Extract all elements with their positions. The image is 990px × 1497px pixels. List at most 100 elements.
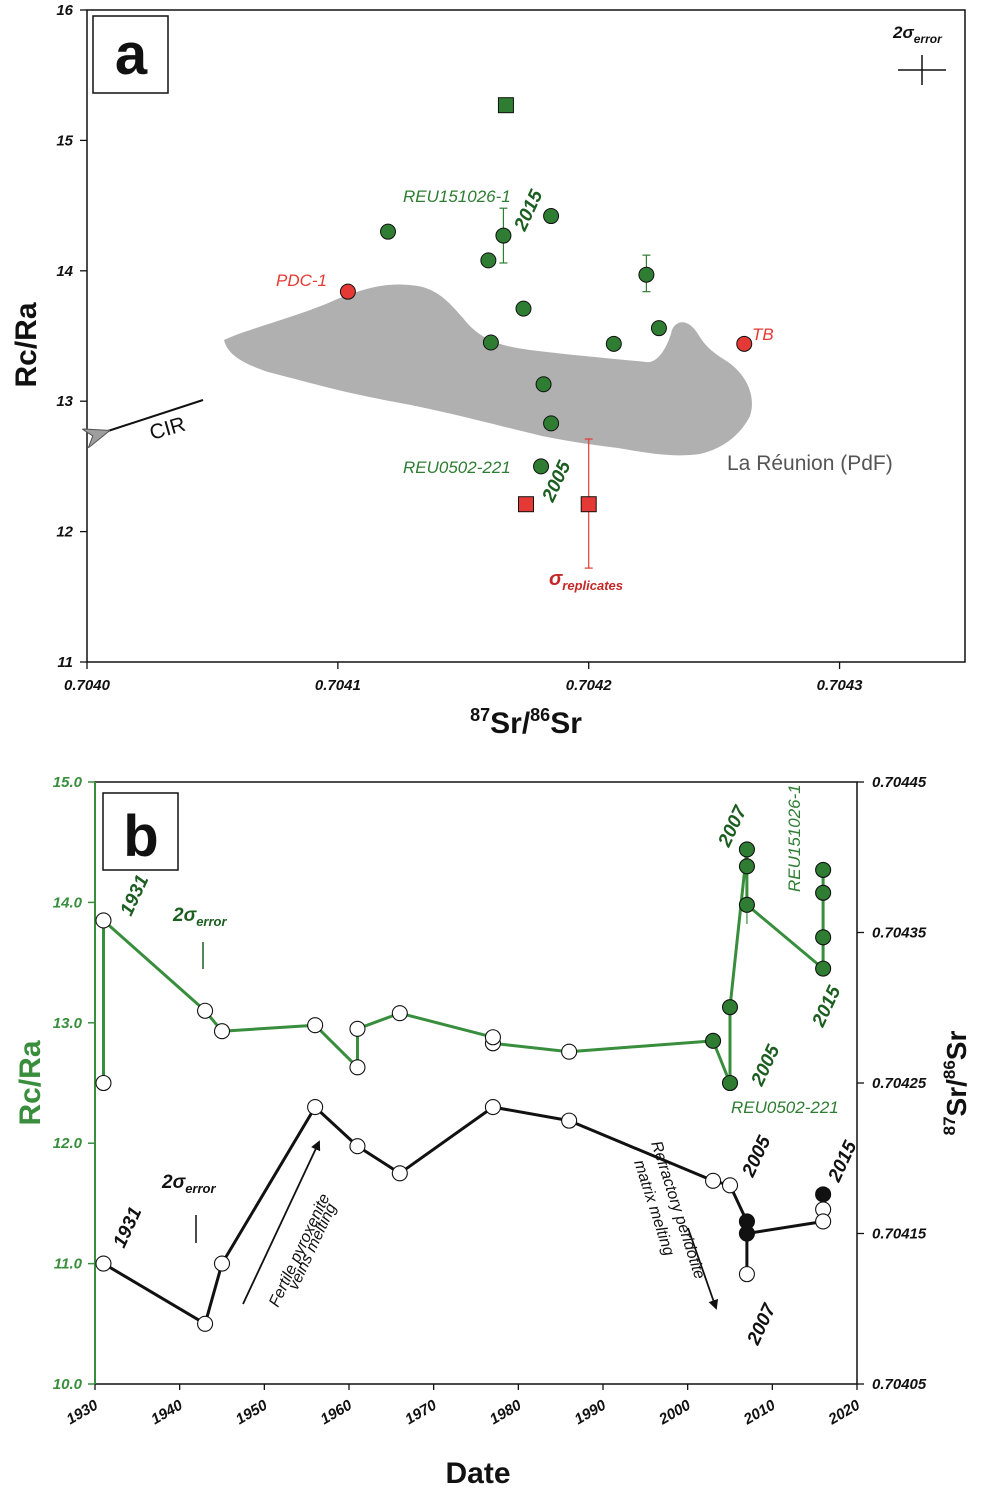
- panel-b-right-tick-label: 0.70435: [872, 925, 927, 942]
- panel-a-xlabel: 87Sr/86Sr: [470, 705, 582, 740]
- panel-a-sigma-replicates-label: σreplicates: [549, 568, 623, 593]
- rc-ra-point: [307, 1017, 324, 1034]
- panel-a-y-tick-label: 11: [57, 654, 73, 671]
- sr-point: [705, 1172, 722, 1189]
- panel-b-reu151026: REU151026-1: [785, 784, 804, 892]
- rc-ra-point: [705, 1032, 722, 1049]
- cir-label: CIR: [147, 413, 188, 445]
- panel-a-y-tick-label: 16: [56, 2, 73, 19]
- panel-a-y-tick-label: 12: [56, 524, 73, 541]
- panel-a-red-point: [736, 335, 753, 352]
- sr-point: [561, 1112, 578, 1129]
- panel-a-x-tick-label: 0.7040: [64, 677, 111, 694]
- sr-point: [197, 1315, 214, 1332]
- sr-point: [391, 1165, 408, 1182]
- rc-ra-point: [815, 960, 832, 977]
- rc-ra-point: [349, 1059, 366, 1076]
- panel-a-field-label: La Réunion (PdF): [727, 452, 893, 475]
- panel-a-sigma-error-label: 2σerror: [892, 23, 943, 46]
- panel-a-ylabel: Rc/Ra: [10, 302, 43, 387]
- rc-ra-point: [95, 1074, 112, 1092]
- panel-a-2015-label: 2015: [510, 187, 548, 235]
- panel-b-x-tick-label: 1940: [148, 1396, 186, 1428]
- rc-ra-point: [349, 1020, 366, 1037]
- sr-point: [213, 1255, 231, 1272]
- sr-point: [349, 1138, 366, 1155]
- rc-ra-point: [561, 1043, 578, 1060]
- panel-b-x-tick-label: 1950: [233, 1396, 271, 1428]
- panel-a-green-point: [533, 458, 550, 475]
- panel-b-right-tick-label: 0.70445: [872, 774, 927, 791]
- panel-a-green-point: [535, 376, 552, 393]
- panel-b-x-tick-label: 1970: [402, 1396, 440, 1428]
- panel-a-y-tick-label: 14: [56, 263, 73, 280]
- panel-b-marks: [95, 841, 832, 1332]
- rc-ra-point: [738, 841, 755, 858]
- panel-a-pdc1-label: PDC-1: [276, 271, 327, 290]
- panel-a-tb-label: TB: [752, 325, 774, 344]
- panel-b-label-box: [102, 792, 179, 871]
- refractory-arrow: [687, 1227, 719, 1310]
- panel-a-green-point: [605, 335, 622, 352]
- rc-ra-point: [484, 1029, 501, 1046]
- cir-arrow: [108, 399, 204, 431]
- panel-a-reu0502-label: REU0502-221: [403, 458, 511, 477]
- panel-b-right-tick-label: 0.70405: [872, 1376, 927, 1393]
- panel-a-green-point: [543, 208, 560, 225]
- panel-a-green-point: [638, 266, 655, 283]
- panel-b-green-1931: 1931: [116, 872, 153, 919]
- panel-a-frame: [86, 9, 966, 663]
- panel-a-red-square: [518, 496, 534, 513]
- panel-a-green-point: [543, 415, 560, 432]
- panel-b-black-1931: 1931: [109, 1204, 146, 1251]
- panel-a-label-box: [92, 15, 169, 94]
- rc-ra-point: [721, 1074, 739, 1092]
- la-reunion-field: [224, 284, 752, 456]
- panel-b-reu0502: REU0502-221: [731, 1098, 839, 1117]
- panel-b-xlabel: Date: [445, 1457, 510, 1490]
- rc-ra-point: [213, 1023, 231, 1040]
- rc-ra-point: [197, 1002, 214, 1019]
- panel-b-ylabel-right: 87Sr/86Sr: [940, 1031, 972, 1136]
- panel-b-black-2005: 2005: [738, 1133, 776, 1181]
- sr-point: [738, 1225, 755, 1242]
- rc-ra-point: [815, 929, 832, 946]
- panel-b-right-tick-label: 0.70415: [872, 1226, 927, 1243]
- rc-ra-point: [815, 861, 832, 878]
- sr-point: [815, 1186, 832, 1203]
- panel-b-green-2005: 2005: [747, 1042, 785, 1090]
- sr-point: [484, 1099, 501, 1116]
- panel-a-label: a: [115, 22, 148, 87]
- panel-a-green-point: [380, 223, 397, 240]
- panel-b-left-tick-label: 13.0: [53, 1015, 83, 1032]
- rc-ra-point: [738, 896, 755, 913]
- sr-point: [738, 1266, 755, 1283]
- panel-b-x-tick-label: 2000: [655, 1396, 694, 1428]
- sr-point: [815, 1213, 832, 1230]
- panel-b-left-tick-label: 12.0: [53, 1135, 83, 1152]
- panel-a-x-tick-label: 0.7043: [817, 677, 864, 694]
- panel-b-x-tick-label: 1990: [572, 1396, 610, 1428]
- sr-point: [95, 1255, 112, 1272]
- panel-b-green-2015: 2015: [808, 983, 846, 1031]
- panel-b-left-tick-label: 15.0: [53, 774, 83, 791]
- panel-b-x-tick-label: 1930: [64, 1396, 102, 1428]
- panel-b-green-sigma-label: 2σerror: [172, 905, 227, 929]
- panel-b-label: b: [123, 804, 158, 869]
- rc-ra-point: [95, 912, 112, 929]
- rc-ra-point: [391, 1005, 408, 1022]
- panel-b-left-tick-label: 14.0: [53, 894, 83, 911]
- panel-a-marks: [339, 97, 753, 569]
- rc-ra-point: [815, 884, 832, 901]
- panel-a-green-point: [515, 300, 532, 317]
- panel-b-x-tick-label: 2020: [825, 1396, 864, 1428]
- panel-a-x-tick-label: 0.7042: [566, 677, 613, 694]
- panel-a-red-square: [580, 496, 597, 513]
- panel-a-green-square: [497, 97, 514, 114]
- panel-b-x-tick-label: 1960: [318, 1396, 356, 1428]
- sr-point: [307, 1099, 324, 1116]
- panel-a-green-point: [650, 320, 667, 337]
- panel-b-x-tick-label: 2010: [740, 1396, 779, 1428]
- panel-b-left-tick-label: 10.0: [53, 1376, 83, 1393]
